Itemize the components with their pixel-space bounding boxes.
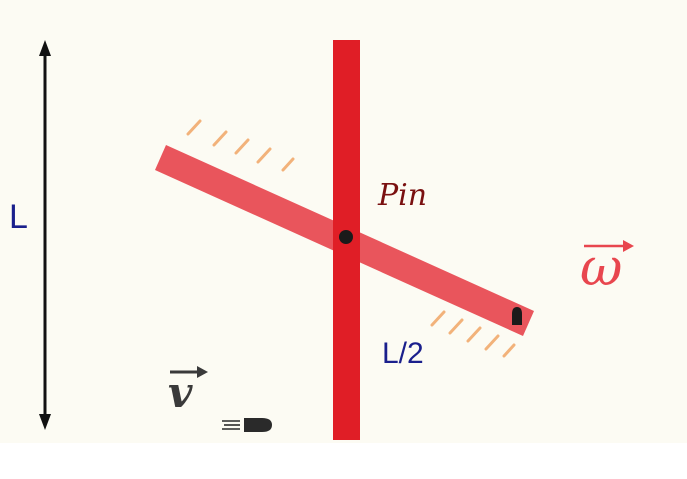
pin-label: Pin — [378, 178, 428, 213]
hatch-marks-upper — [186, 119, 295, 172]
embedded-bullet-icon — [512, 307, 522, 325]
omega-vector-arrow-icon — [584, 240, 634, 252]
bullet-icon — [222, 418, 272, 432]
hatch-marks-lower — [430, 310, 516, 358]
angular-velocity-label: ω — [580, 238, 623, 298]
velocity-label: v — [168, 368, 193, 417]
length-arrow-icon — [39, 40, 51, 430]
velocity-vector-arrow-icon — [170, 366, 208, 378]
length-label: L — [9, 198, 28, 236]
pin-dot-icon — [339, 230, 353, 244]
half-length-label: L/2 — [382, 337, 424, 370]
